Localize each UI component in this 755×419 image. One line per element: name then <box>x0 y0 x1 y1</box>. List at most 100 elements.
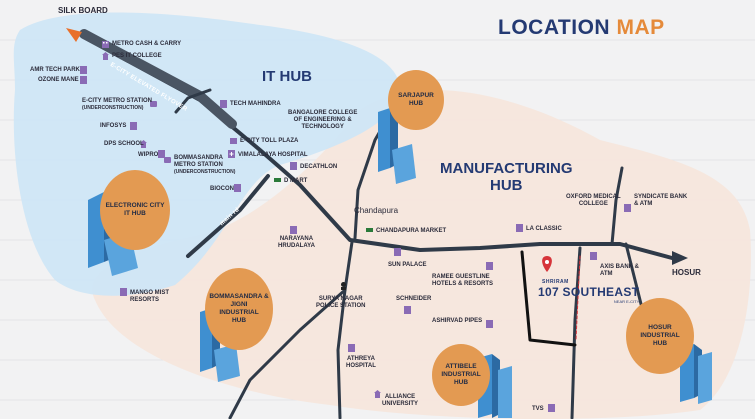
label-surya-line2: POLICE STATION <box>316 303 366 309</box>
label-surya-nagar: SURYA NAGAR POLICE STATION <box>316 296 365 310</box>
office-icon <box>220 100 227 108</box>
office-icon <box>548 404 555 412</box>
store-icon <box>516 224 523 232</box>
hub-bommasandra-line4: HUB <box>231 317 247 324</box>
hospital-icon <box>228 150 235 158</box>
label-alliance-line1: ALLIANCE <box>384 394 416 400</box>
label-decathlon: DECATHLON <box>300 164 338 170</box>
office-icon <box>80 66 87 74</box>
office-icon <box>234 184 241 192</box>
label-syndicate: SYNDICATE BANK & ATM <box>634 194 687 208</box>
label-d-mart: D MART <box>284 178 308 184</box>
label-schneider: SCHNEIDER <box>396 296 432 302</box>
hub-hosur-line2: INDUSTRIAL <box>640 332 680 339</box>
label-surya-line1: SURYA NAGAR <box>318 296 363 302</box>
label-bangalore-college-line3: TECHNOLOGY <box>301 124 344 130</box>
hub-sarjapur: SARJAPUR HUB <box>388 70 444 130</box>
label-axis-line1: AXIS BANK & <box>600 264 640 270</box>
label-la-classic: LA CLASSIC <box>526 226 562 232</box>
label-wipro: WIPRO <box>138 152 159 158</box>
manufacturing-hub-line1: MANUFACTURING <box>440 160 573 177</box>
manufacturing-hub-title: MANUFACTURING HUB <box>440 160 573 194</box>
flyover-band <box>79 29 237 129</box>
shopping-cart-icon <box>274 178 281 182</box>
label-axis-line2: ATM <box>600 271 613 277</box>
label-athreya: ATHREYA HOSPITAL <box>346 356 376 370</box>
label-tech-mahindra: TECH MAHINDRA <box>230 101 281 107</box>
hospital-icon <box>348 344 355 352</box>
label-bangalore-college-line2: OF ENGINEERING & <box>293 117 352 123</box>
destination-hosur: HOSUR <box>672 268 701 277</box>
metro-icon <box>164 157 171 163</box>
bank-icon <box>624 204 631 212</box>
label-alliance-line2: UNIVERSITY <box>382 401 419 407</box>
project-location-pin <box>542 256 552 272</box>
label-athreya-line2: HOSPITAL <box>346 363 376 369</box>
hub-attibele-line2: INDUSTRIAL <box>441 371 481 378</box>
hub-bommasandra-line1: BOMMASANDRA & <box>209 293 269 300</box>
project-label: SHRIRAM 107 SOUTHEAST NEAR E-CITY <box>538 279 639 304</box>
attibele-road <box>336 240 354 419</box>
label-chandapura-market: CHANDAPURA MARKET <box>376 228 447 234</box>
toll-icon <box>230 138 237 144</box>
police-icon <box>341 282 346 290</box>
market-icon <box>366 228 373 232</box>
title-part-map: MAP <box>616 16 665 39</box>
hub-bommasandra-line3: INDUSTRIAL <box>219 309 259 316</box>
label-narayana: NARAYANA HRUDALAYA <box>278 236 315 250</box>
hub-attibele-line1: ATTIBELE <box>445 363 477 370</box>
hospital-icon <box>290 226 297 234</box>
label-ecity-metro: E-CITY METRO STATION (UNDERCONSTRUCTION) <box>82 98 152 112</box>
silk-board-arrow <box>66 28 82 42</box>
office-icon <box>486 320 493 328</box>
hub-bommasandra-line2: JIGNI <box>230 301 248 308</box>
label-bommasandra-metro-line2: METRO STATION <box>174 162 223 168</box>
manufacturing-hub-line2: HUB <box>490 177 523 194</box>
label-amr-tech-park: AMR TECH PARK <box>30 67 80 73</box>
hub-hosur-line3: HUB <box>652 340 668 347</box>
office-icon <box>404 306 411 314</box>
label-oxford-line2: COLLEGE <box>578 201 608 207</box>
label-ecity-metro-line1: E-CITY METRO STATION <box>82 98 152 104</box>
label-biocon: BIOCON <box>210 186 234 192</box>
label-ashirvad: ASHIRVAD PIPES <box>432 318 483 324</box>
label-narayana-line2: HRUDALAYA <box>278 243 315 249</box>
map-title: LOCATION MAP <box>498 16 665 40</box>
label-pes-it-college: PES IT COLLEGE <box>112 53 162 59</box>
label-mango-mist: MANGO MIST RESORTS <box>130 290 169 304</box>
label-bommasandra-metro-line1: BOMMASANDRA <box>174 155 223 161</box>
hub-sarjapur-line2: HUB <box>408 100 424 107</box>
south-road <box>570 246 582 419</box>
label-syndicate-line1: SYNDICATE BANK <box>634 194 688 200</box>
label-oxford: OXFORD MEDICAL COLLEGE <box>566 194 621 208</box>
label-tvs: TVS <box>532 406 544 412</box>
label-alliance: ALLIANCE UNIVERSITY <box>382 394 418 408</box>
label-ramee-line2: HOTELS & RESORTS <box>432 281 494 287</box>
hotel-icon <box>394 248 401 256</box>
hub-attibele: ATTIBELE INDUSTRIAL HUB <box>432 344 490 406</box>
label-oxford-line1: OXFORD MEDICAL <box>566 194 621 200</box>
store-icon <box>290 162 297 170</box>
hub-hosur-line1: HOSUR <box>648 324 672 331</box>
alliance-road <box>228 288 347 419</box>
university-icon <box>374 390 381 398</box>
resort-icon <box>120 288 127 296</box>
hotel-icon <box>486 262 493 270</box>
label-sun-palace: SUN PALACE <box>388 262 427 268</box>
label-ramee: RAMEE GUESTLINE HOTELS & RESORTS <box>432 274 493 288</box>
college-icon <box>102 52 109 60</box>
label-bommasandra-metro-line3: (UNDERCONSTRUCTION) <box>174 169 236 175</box>
office-icon <box>80 76 87 84</box>
label-mango-line2: RESORTS <box>130 297 160 303</box>
hub-bommasandra: BOMMASANDRA & JIGNI INDUSTRIAL HUB <box>205 268 273 350</box>
place-chandapura: Chandapura <box>354 206 399 215</box>
hub-electronic-city: ELECTRONIC CITY IT HUB <box>100 170 170 250</box>
label-infosys: INFOSYS <box>100 123 127 129</box>
label-ozone-mane: OZONE MANE <box>38 77 79 83</box>
bank-icon <box>590 252 597 260</box>
label-dps-school: DPS SCHOOL <box>104 141 144 147</box>
school-icon <box>140 140 147 148</box>
destination-silk-board: SILK BOARD <box>58 6 108 15</box>
title-part-location: LOCATION <box>498 16 611 39</box>
